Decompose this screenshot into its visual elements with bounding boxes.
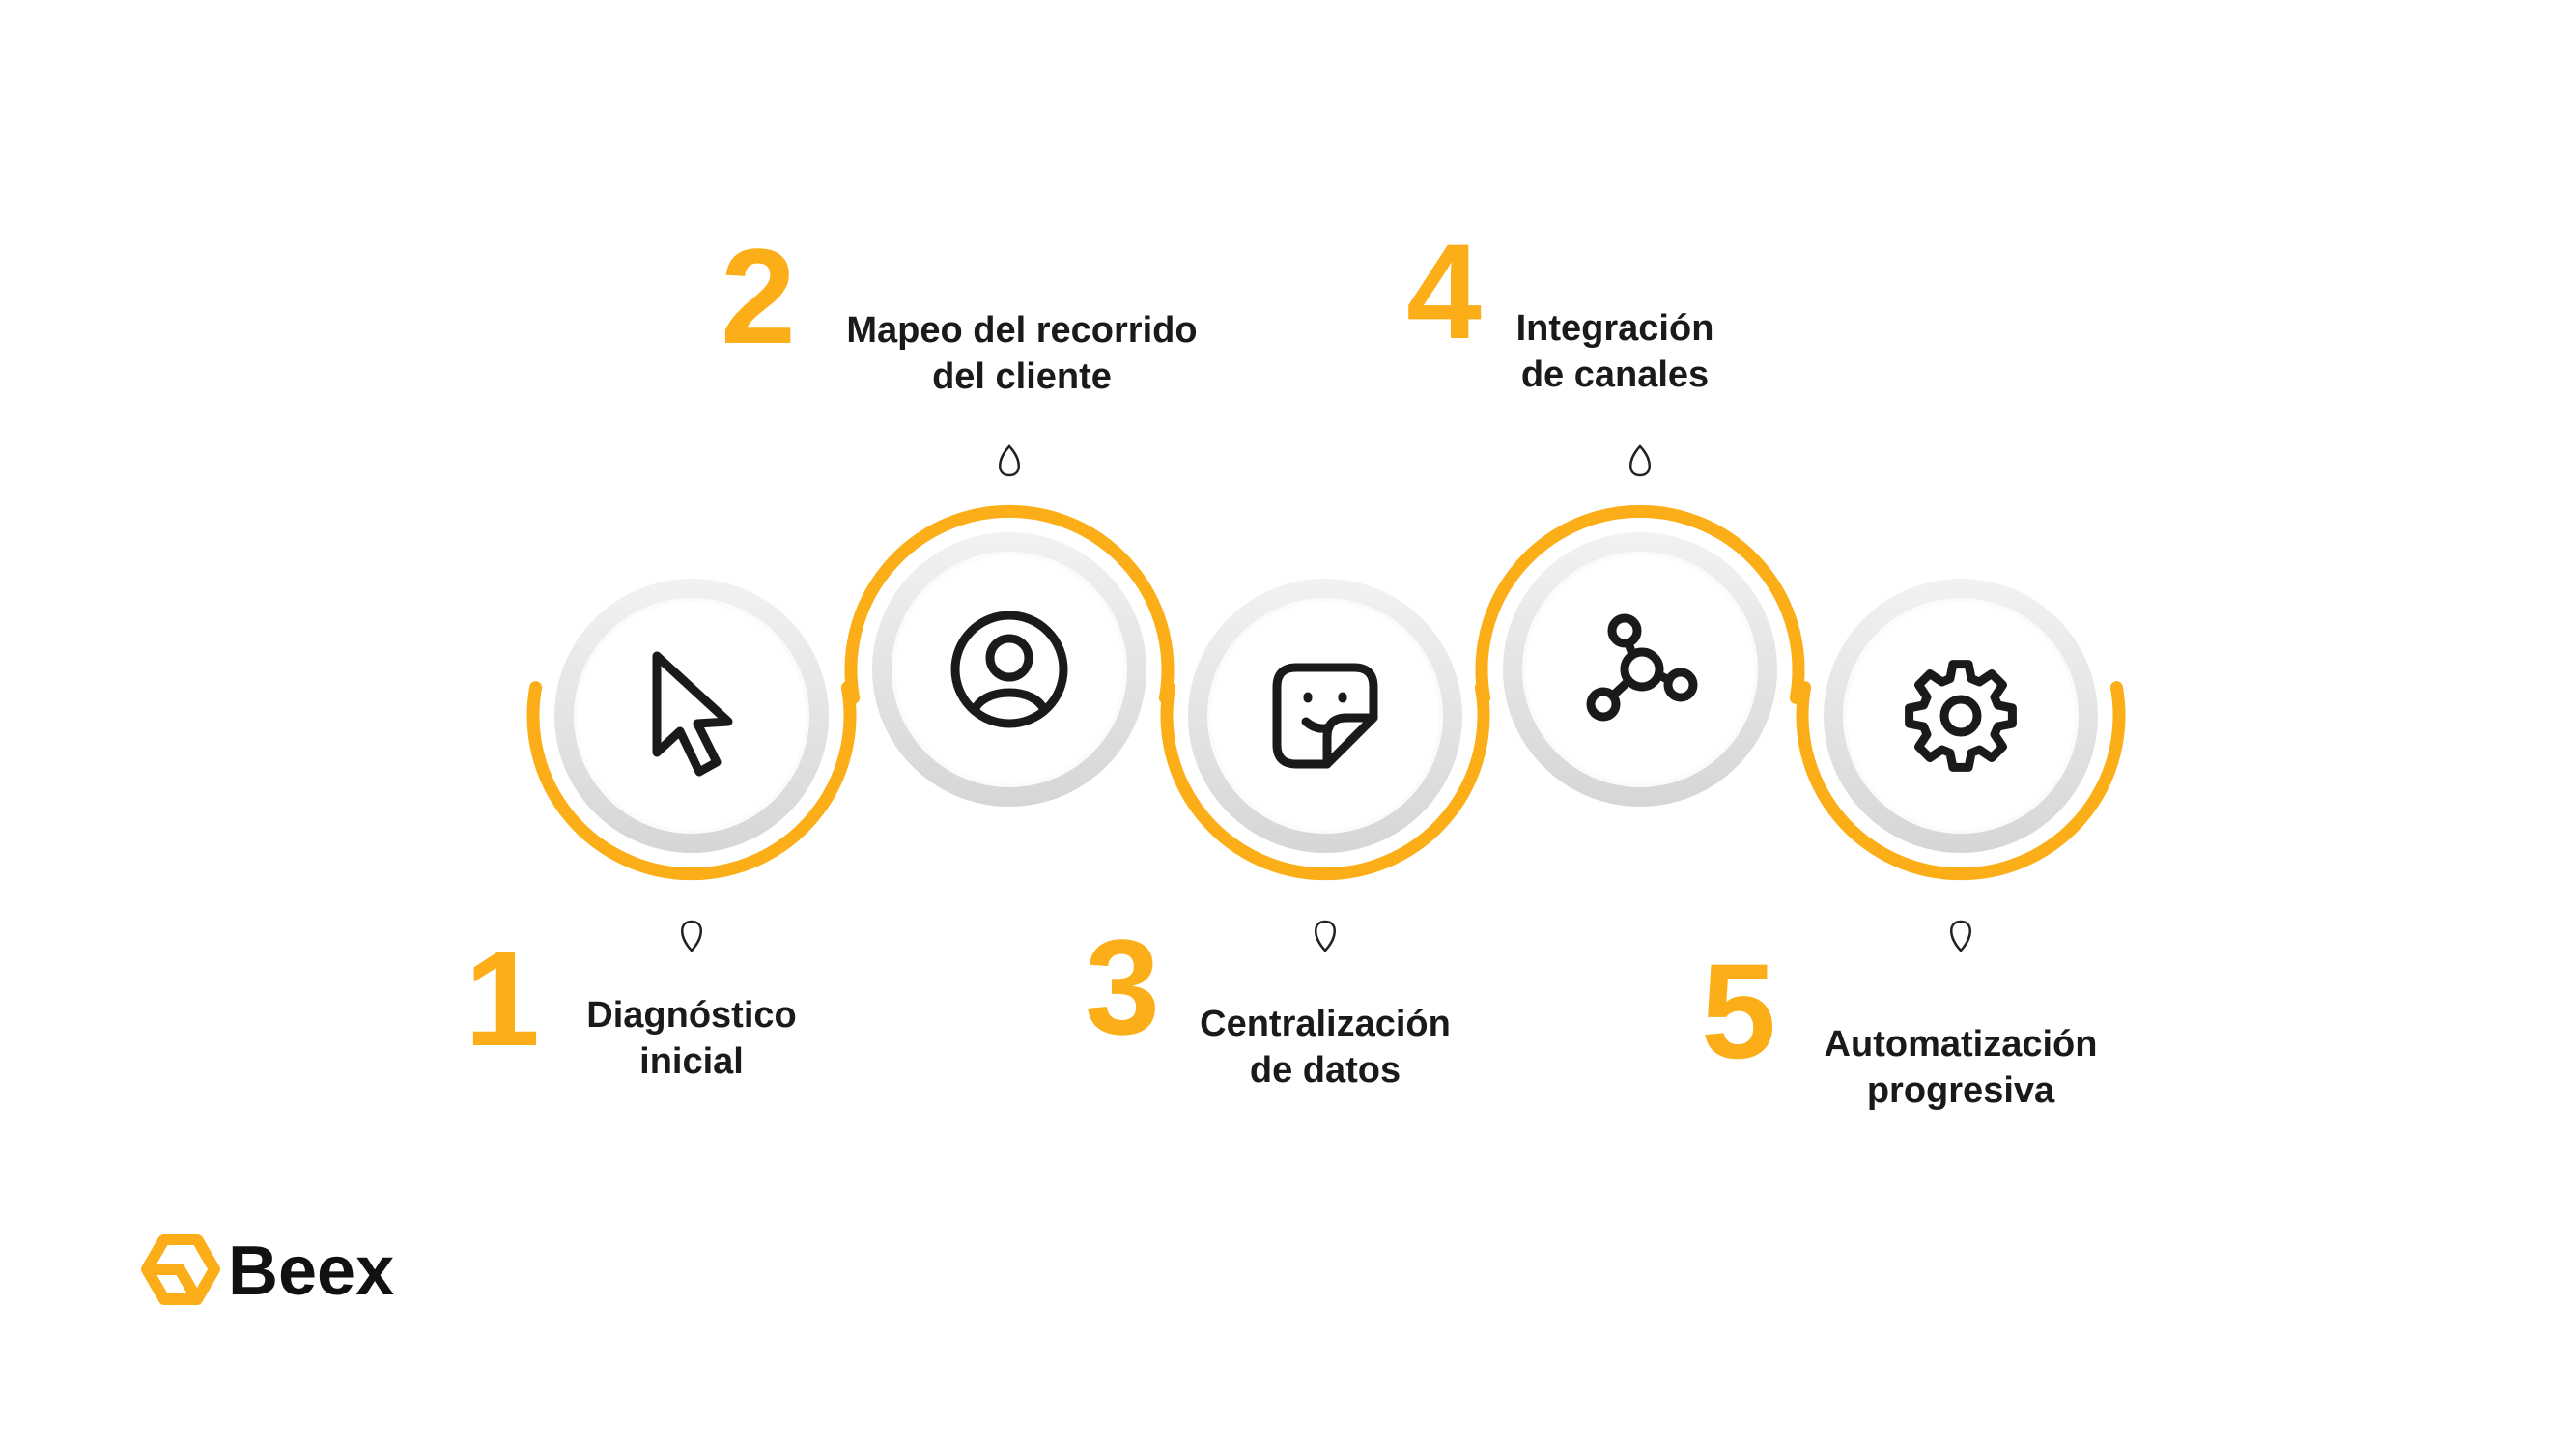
brand-logo: Beex (141, 1233, 394, 1310)
step-number: 2 (721, 220, 796, 372)
cursor-icon (652, 651, 733, 777)
sticker-icon (1272, 663, 1378, 769)
user-circle-icon (950, 611, 1068, 728)
step-circle-inner (1211, 602, 1439, 830)
step-label-line: de canales (1521, 355, 1709, 395)
marker-drop-icon (1950, 920, 1971, 952)
process-step-1: 1 Diagnóstico inicial (465, 579, 857, 1082)
step-number: 3 (1085, 911, 1160, 1063)
brand-name: Beex (228, 1233, 394, 1310)
marker-drop-icon (1629, 444, 1651, 477)
marker-drop-icon (681, 920, 702, 952)
step-number: 4 (1406, 215, 1482, 367)
marker-drop-icon (999, 444, 1020, 477)
step-label-line: Centralización (1200, 1004, 1451, 1044)
gear-icon (1905, 660, 2017, 772)
step-label-line: Diagnóstico (586, 995, 796, 1036)
network-nodes-icon (1586, 613, 1698, 722)
step-accent-arc (1160, 681, 1490, 881)
step-label-line: de datos (1250, 1050, 1401, 1091)
step-number: 1 (465, 923, 540, 1074)
step-label-line: inicial (639, 1041, 744, 1082)
step-accent-arc (1475, 504, 1805, 704)
step-circle-inner (1847, 602, 2075, 830)
step-circle-inner (895, 555, 1123, 783)
step-accent-arc (526, 681, 857, 881)
step-circle-inner (1526, 555, 1754, 783)
step-label-line: Mapeo del recorrido (846, 310, 1197, 351)
step-label-line: Automatización (1825, 1024, 2098, 1065)
marker-drop-icon (1315, 920, 1336, 952)
step-label-line: progresiva (1867, 1070, 2055, 1111)
step-number: 5 (1701, 935, 1776, 1087)
step-label-line: Integración (1516, 308, 1714, 349)
hexagon-logo-icon (141, 1234, 220, 1305)
step-accent-arc (844, 504, 1175, 704)
step-circle-inner (578, 602, 806, 830)
step-label-line: del cliente (932, 356, 1112, 397)
step-accent-arc (1796, 681, 2126, 881)
